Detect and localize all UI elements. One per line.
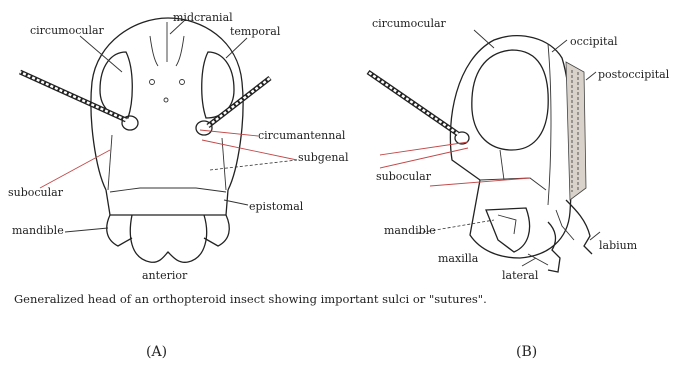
lateral-compound-eye — [472, 50, 548, 150]
left-antenna — [20, 72, 126, 120]
postocciput-band — [566, 62, 586, 200]
left-ocellus — [150, 80, 155, 85]
labrum-outline — [130, 215, 206, 262]
label-circumantennal: circumantennal — [258, 129, 346, 142]
label-circumocular-b: circumocular — [372, 17, 447, 30]
label-labium: labium — [599, 239, 638, 252]
label-temporal: temporal — [230, 25, 281, 38]
label-epistomal: epistomal — [249, 200, 304, 213]
right-ocellus — [180, 80, 185, 85]
label-maxilla: maxilla — [438, 252, 479, 265]
left-mandible — [107, 215, 132, 246]
epistomal-sulcus — [110, 188, 226, 192]
label-anterior: anterior — [142, 269, 188, 282]
label-occipital: occipital — [570, 35, 618, 48]
label-midcranial: midcranial — [173, 11, 233, 24]
lateral-mandible — [486, 208, 530, 252]
label-mandible-b: mandible — [384, 224, 436, 237]
panel-label-a: (A) — [146, 344, 167, 360]
clypeus-outline — [106, 190, 228, 215]
label-postoccipital: postoccipital — [598, 68, 670, 81]
label-subocular-a: subocular — [8, 186, 64, 199]
label-subocular-b: subocular — [376, 170, 432, 183]
maxilla-palp — [548, 222, 560, 272]
label-mandible-a: mandible — [12, 224, 64, 237]
right-mandible — [204, 215, 229, 246]
label-lateral: lateral — [502, 269, 539, 282]
occipital-sulcus — [548, 44, 551, 205]
median-ocellus — [164, 98, 168, 102]
label-circumocular-a: circumocular — [30, 24, 105, 37]
panel-label-b: (B) — [516, 344, 537, 360]
lateral-antenna — [368, 72, 458, 134]
right-antenna — [208, 78, 270, 126]
label-subgenal: subgenal — [298, 151, 349, 164]
figure-caption: Generalized head of an orthopteroid inse… — [14, 292, 487, 306]
